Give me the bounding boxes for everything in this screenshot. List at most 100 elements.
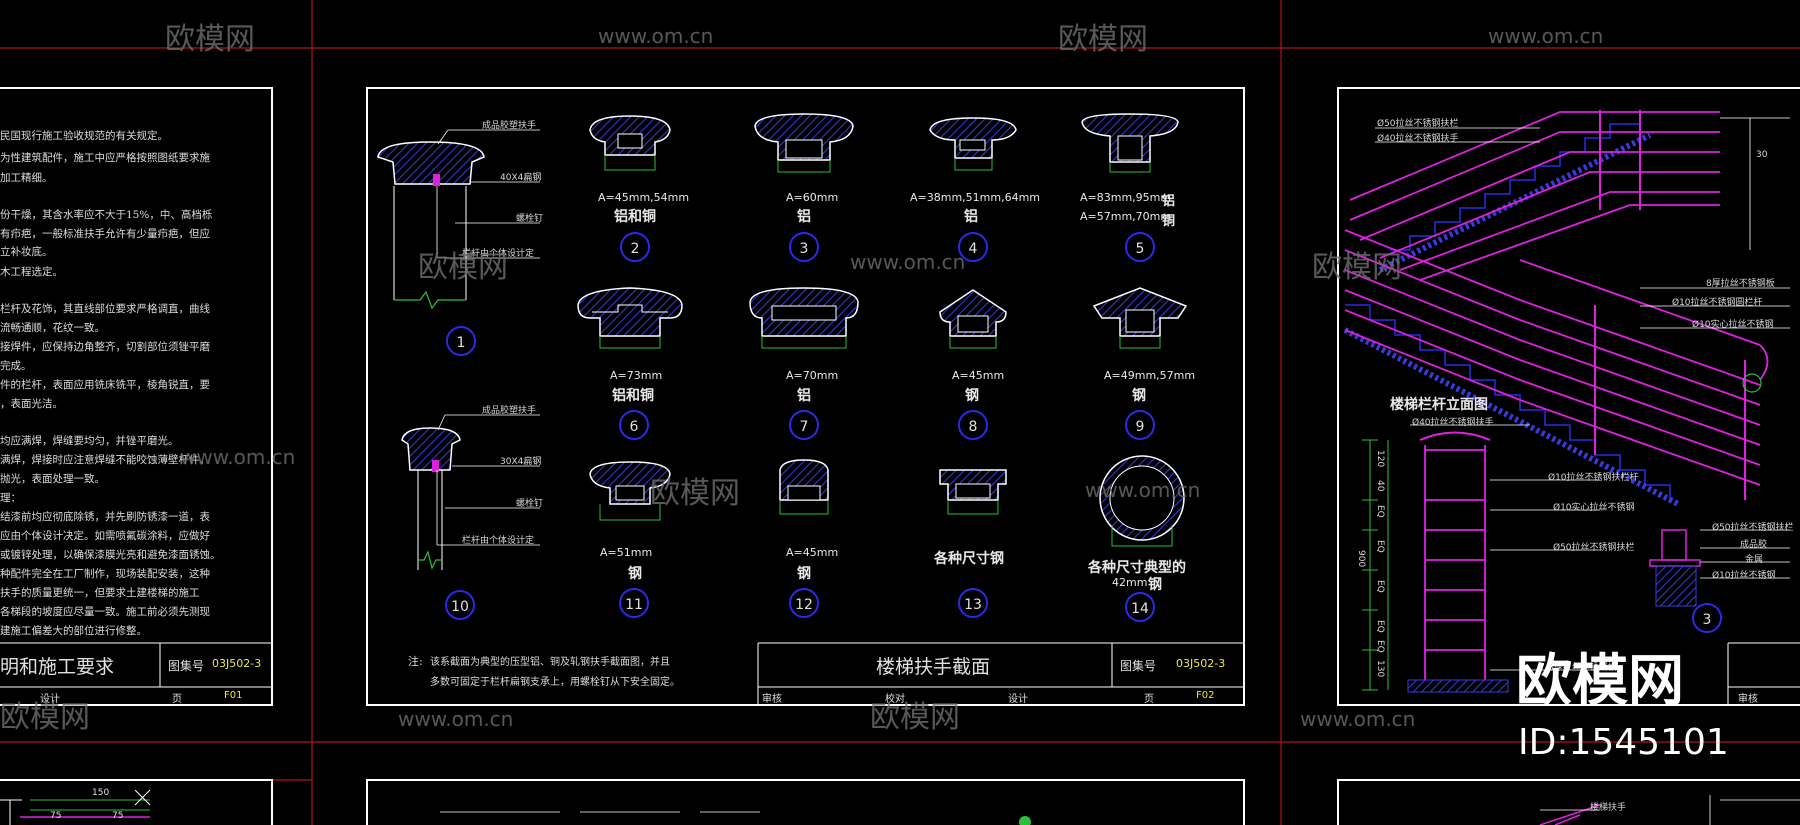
note-line: 该系截面为典型的压型铝、铜及轧钢扶手截面图，并且 (430, 657, 670, 668)
callout-label: Ø50拉丝不锈钢扶栏 (1712, 523, 1794, 533)
atlas-number: 03J502-3 (212, 657, 262, 670)
watermark-logo: 欧模网 (0, 700, 90, 735)
callout-label: 成品胶塑扶手 (482, 121, 537, 131)
middle-title-block (757, 642, 1244, 705)
profile-12-drawing (779, 459, 829, 515)
page-number: F01 (224, 690, 243, 701)
title-row-label: 校对 (885, 694, 905, 705)
detail-10-drawing (401, 414, 540, 570)
profile-14-drawing (1099, 455, 1185, 547)
watermark-logo: 欧模网 (870, 700, 960, 735)
note-line: 结漆前均应彻底除锈，并先刷防锈漆一道，表 (0, 511, 210, 523)
note-line: 件的栏杆，表面应用铣床铣平，棱角锐直，要 (0, 379, 210, 391)
atlas-label: 图集号 (168, 659, 205, 673)
profile-material: 钢 (1132, 388, 1146, 404)
note-line: 扶手的质量更统一，但要求土建楼梯的施工 (0, 587, 200, 599)
atlas-label: 图集号 (1120, 659, 1157, 673)
profile-material: 钢 (1148, 577, 1162, 593)
railing-section-drawing (1362, 424, 1790, 693)
profile-dimension: A=45mm (786, 546, 839, 559)
note-label: 注: (408, 655, 423, 668)
dimension-text: 75 (50, 811, 62, 821)
note-line: 木工程选定。 (0, 266, 63, 278)
detail-number-circle: 3 (1692, 603, 1722, 633)
note-line: 接焊件，应保持边角整齐，切割部位须锉平磨 (0, 341, 210, 353)
profile-dimension: A=45mm,54mm (598, 191, 690, 204)
watermark-url: www.om.cn (850, 250, 966, 274)
watermark-url: www.om.cn (1300, 707, 1416, 731)
note-line: 流畅通顺，花纹一致。 (0, 322, 105, 334)
profile-dimension: A=57mm,70mm (1080, 210, 1172, 223)
note-line: 栏杆及花饰，其直线部位要求严格调直，曲线 (0, 303, 210, 315)
detail-1-drawing (377, 129, 540, 310)
note-line: 或镀锌处理，以确保漆膜光亮和避免漆面锈蚀。 (0, 549, 221, 561)
callout-label: 螺栓钉 (516, 499, 544, 509)
detail-number-circle: 7 (789, 410, 819, 440)
callout-label: Ø10实心拉丝不锈钢 (1553, 503, 1635, 513)
note-line: 多数可固定于栏杆扁钢支承上，用螺栓钉从下安全固定。 (430, 677, 680, 688)
detail-number-circle: 13 (958, 588, 988, 618)
callout-label: 成品胶塑扶手 (482, 406, 537, 416)
profile-dimension: A=70mm (786, 369, 839, 382)
profile-material: 钢 (965, 388, 979, 404)
profile-9-drawing (1092, 287, 1188, 349)
note-line: 立补妆底。 (0, 246, 53, 258)
profile-dimension: A=60mm (786, 191, 839, 204)
detail-number-circle: 9 (1125, 410, 1155, 440)
dimension-text: 40 (1375, 480, 1385, 492)
profile-material: 各种尺寸典型的 (1088, 560, 1186, 576)
callout-label: 40X4扁钢 (500, 173, 542, 183)
profile-material: 铜 (1162, 214, 1176, 229)
detail-number-circle: 1 (446, 326, 476, 356)
callout-label: Ø40拉丝不锈钢扶手 (1412, 418, 1494, 428)
atlas-number: 03J502-3 (1176, 657, 1226, 670)
watermark-url: www.om.cn (1085, 478, 1201, 502)
brand-watermark: 欧模网 (1516, 649, 1684, 714)
note-line: 完成。 (0, 360, 32, 372)
watermark-logo: 欧模网 (1058, 22, 1148, 57)
callout-label: Ø50拉丝不锈钢扶栏 (1377, 119, 1459, 129)
dimension-text: EQ (1375, 505, 1385, 518)
profile-11-drawing (589, 461, 671, 521)
note-line: 建施工偏差大的部位进行修整。 (0, 625, 147, 637)
note-line: 加工精细。 (0, 172, 53, 184)
dimension-text: 30 (1756, 150, 1768, 160)
detail-number-circle: 3 (789, 232, 819, 262)
dimension-text: 900 (1356, 550, 1366, 568)
dimension-text: EQ (1375, 540, 1385, 553)
note-line: ，表面光洁。 (0, 398, 63, 410)
note-line: 民国现行施工验收规范的有关规定。 (0, 130, 168, 142)
callout-label: 栏杆由个体设计定 (462, 249, 535, 259)
note-line: 种配件完全在工厂制作，现场装配安装，这种 (0, 568, 210, 580)
watermark-url: www.om.cn (398, 707, 514, 731)
profile-dimension: A=45mm (952, 369, 1005, 382)
elevation-title: 楼梯栏杆立面图 (1390, 397, 1488, 413)
profile-dimension: A=73mm (610, 369, 663, 382)
stair-elevation-drawing (1343, 110, 1790, 508)
callout-label: 螺栓钉 (516, 214, 544, 224)
profile-13-drawing (939, 469, 1007, 515)
profile-5-drawing (1081, 113, 1179, 173)
profile-3-drawing (754, 113, 854, 173)
callout-label: Ø10实心拉丝不锈钢 (1692, 320, 1774, 330)
detail-number-circle: 12 (789, 588, 819, 618)
callout-label: 成品胶 (1740, 540, 1768, 550)
detail-number-circle: 10 (445, 590, 475, 620)
title-row-label: 页 (172, 694, 182, 705)
note-line: 均应满焊，焊缝要均匀，并锉平磨光。 (0, 435, 179, 447)
dimension-text: 150 (92, 788, 110, 798)
note-line: 各梯段的坡度应尽量一致。施工前必须先测现 (0, 606, 210, 618)
middle-sheet-title: 楼梯扶手截面 (876, 656, 991, 678)
watermark-url: www.om.cn (180, 445, 296, 469)
profile-material: 钢 (628, 566, 642, 582)
watermark-url: www.om.cn (598, 24, 714, 48)
title-row-label: 设计 (1008, 694, 1028, 705)
callout-label: Ø10拉丝不锈钢 (1712, 571, 1776, 581)
watermark-url: www.om.cn (1488, 24, 1604, 48)
sheet-frames (0, 87, 1800, 825)
callout-label: Ø40拉丝不锈钢扶手 (1377, 134, 1459, 144)
note-line: 理： (0, 492, 21, 504)
callout-label: Ø10拉丝不锈钢圆栏杆 (1672, 298, 1763, 308)
profile-material: 钢 (797, 566, 811, 582)
